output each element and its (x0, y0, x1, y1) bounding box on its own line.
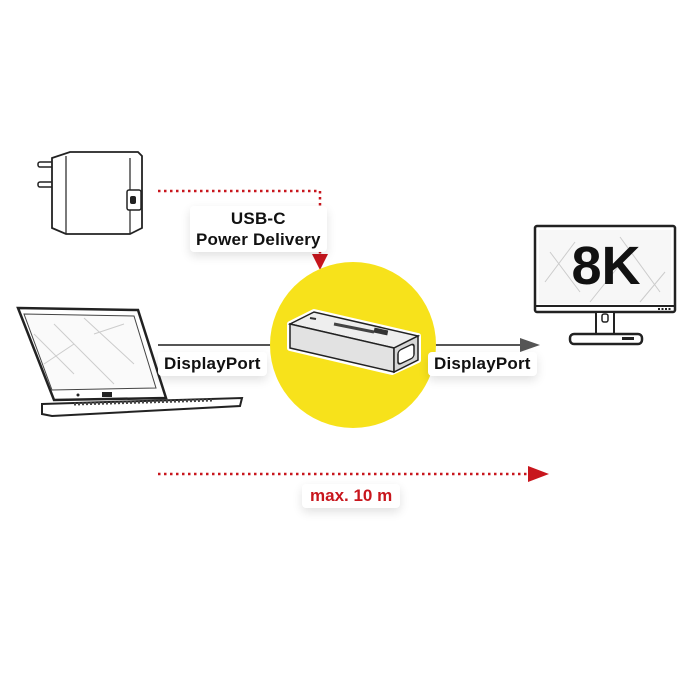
monitor-icon (533, 224, 677, 346)
power-label: USB-C Power Delivery (190, 206, 327, 252)
monitor-screen-text: 8K (571, 236, 641, 296)
power-label-line2: Power Delivery (196, 230, 321, 249)
distance-label: max. 10 m (302, 484, 401, 508)
input-port-label: DisplayPort (158, 352, 267, 376)
power-arrow (158, 189, 322, 258)
usb-c-power-adapter-icon (37, 151, 143, 235)
power-arrow-head-icon (312, 254, 328, 270)
laptop-icon (16, 306, 244, 418)
distance-arrow-head-icon (528, 466, 549, 482)
power-label-line1: USB-C (230, 209, 286, 228)
displayport-repeater-adapter-icon (287, 309, 421, 375)
output-arrow-head-icon (520, 338, 540, 352)
output-port-label: DisplayPort (428, 352, 537, 376)
